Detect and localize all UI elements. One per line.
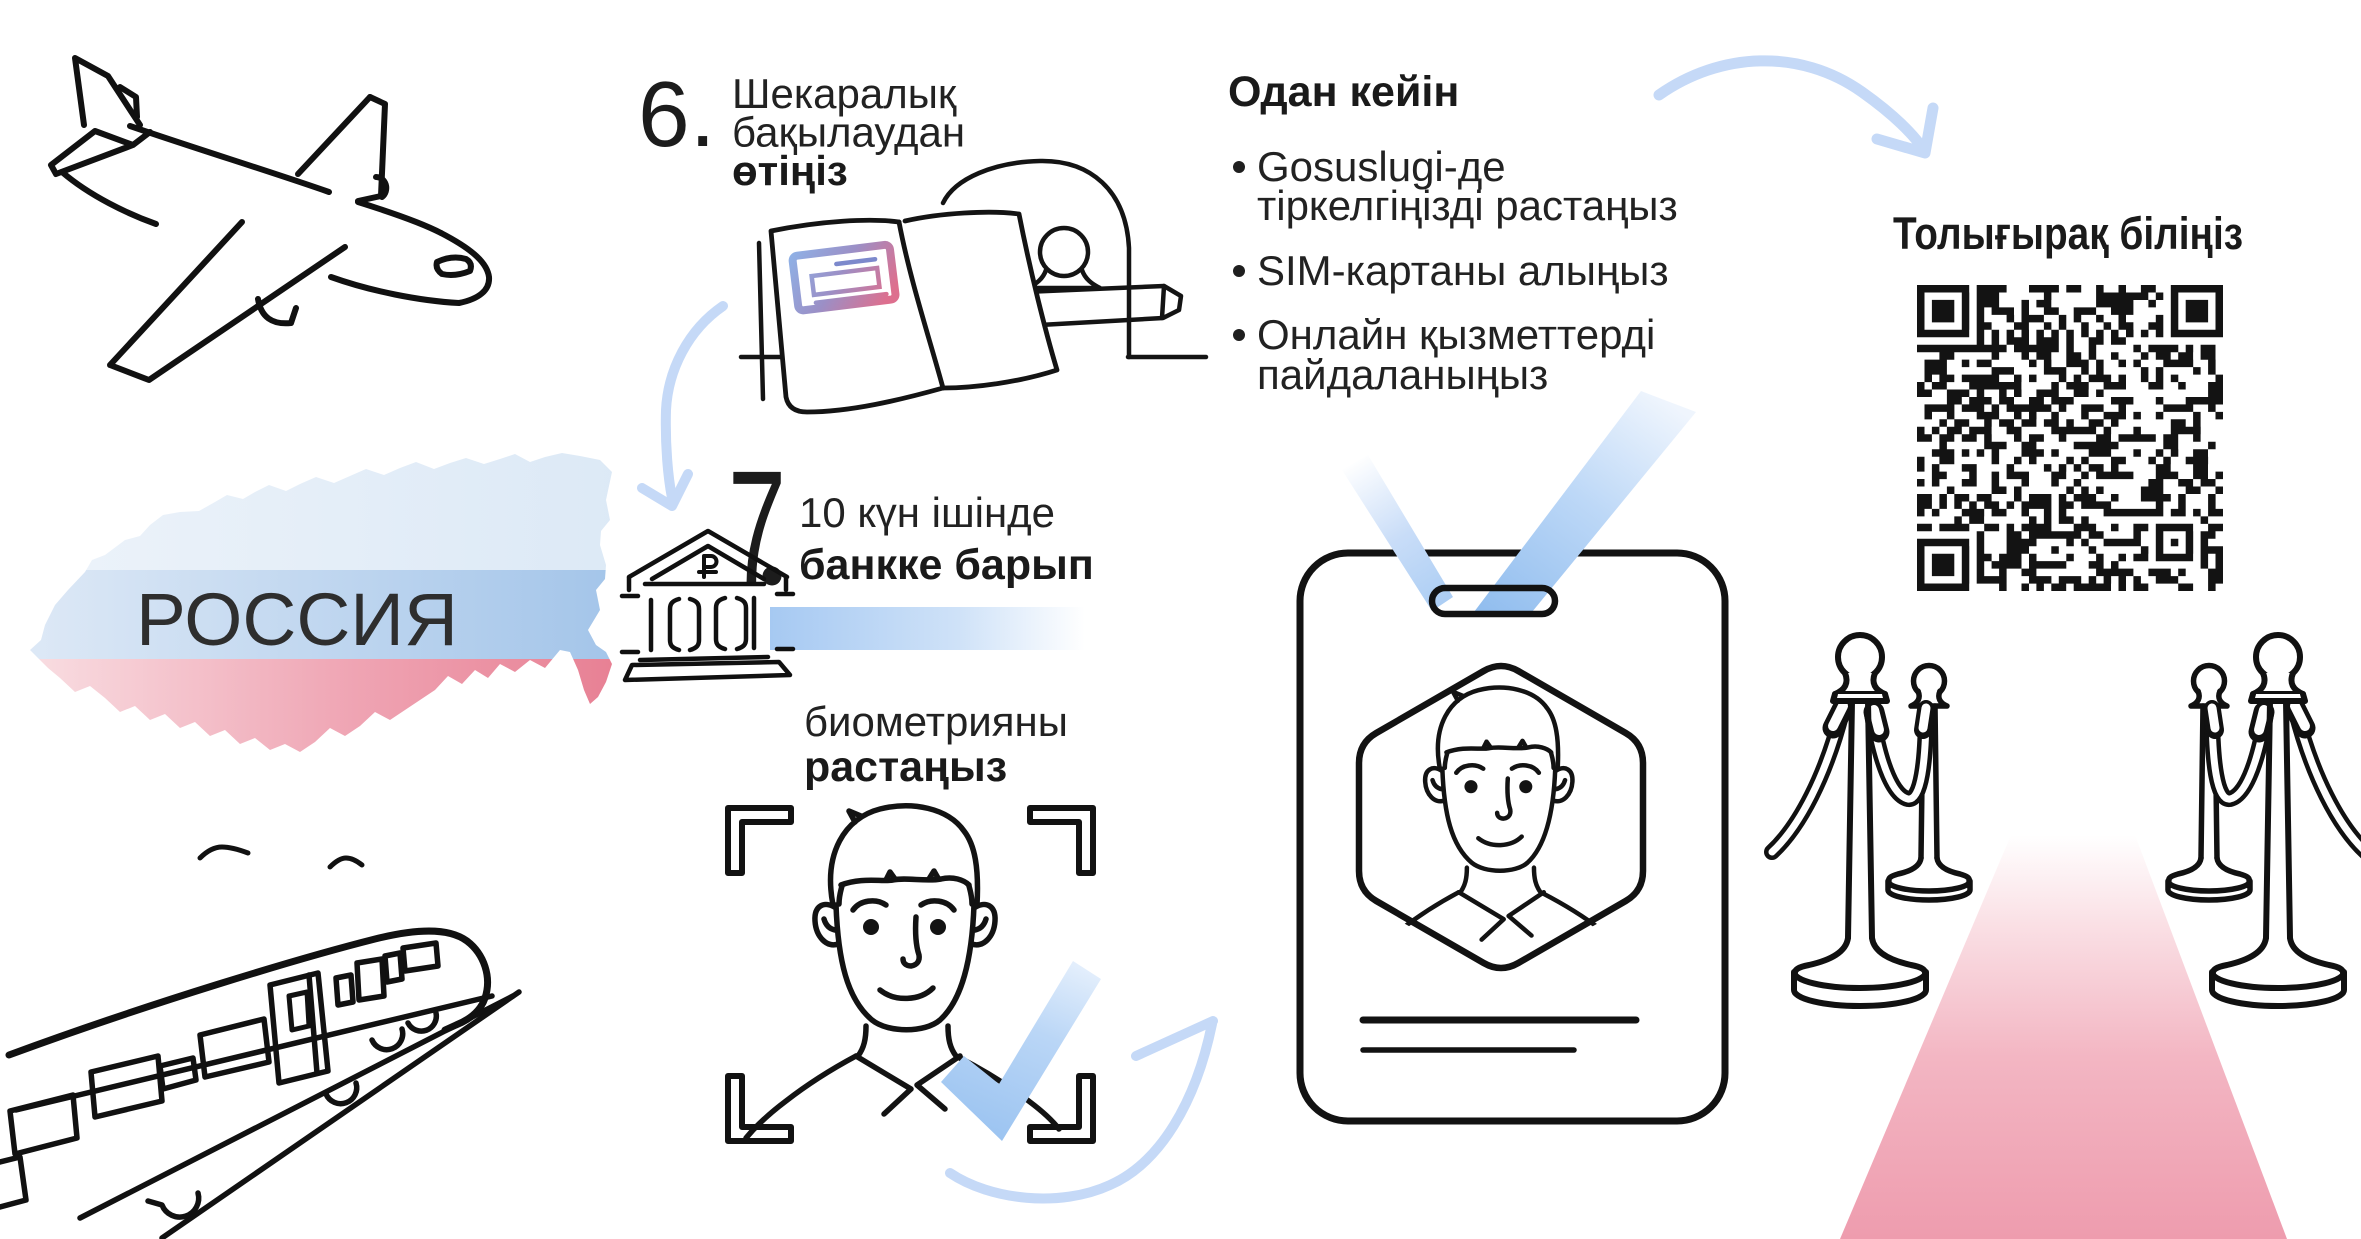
svg-text:растаңыз: растаңыз [804, 743, 1007, 791]
svg-text:Gosuslugi-де: Gosuslugi-де [1257, 143, 1506, 190]
svg-text:Онлайн қызметтерді: Онлайн қызметтерді [1257, 311, 1655, 358]
svg-text:РОССИЯ: РОССИЯ [136, 578, 458, 661]
svg-text:банкке барып: банкке барып [799, 541, 1094, 589]
svg-text:7: 7 [728, 437, 786, 616]
svg-text:Одан кейін: Одан кейін [1228, 68, 1459, 116]
svg-text:тіркелгіңізді растаңыз: тіркелгіңізді растаңыз [1257, 182, 1678, 229]
svg-text:Толығырақ біліңіз: Толығырақ біліңіз [1893, 208, 2243, 259]
svg-text:Шекаралық: Шекаралық [732, 70, 957, 117]
svg-text:SIM-картаны алыңыз: SIM-картаны алыңыз [1257, 247, 1669, 294]
svg-text:пайдаланыңыз: пайдаланыңыз [1257, 351, 1548, 398]
svg-text:биометрияны: биометрияны [804, 698, 1068, 745]
svg-text:бақылаудан: бақылаудан [732, 109, 965, 156]
svg-text:өтіңіз: өтіңіз [732, 147, 848, 194]
svg-text:10 күн ішінде: 10 күн ішінде [799, 489, 1055, 536]
svg-text:6.: 6. [638, 62, 716, 166]
